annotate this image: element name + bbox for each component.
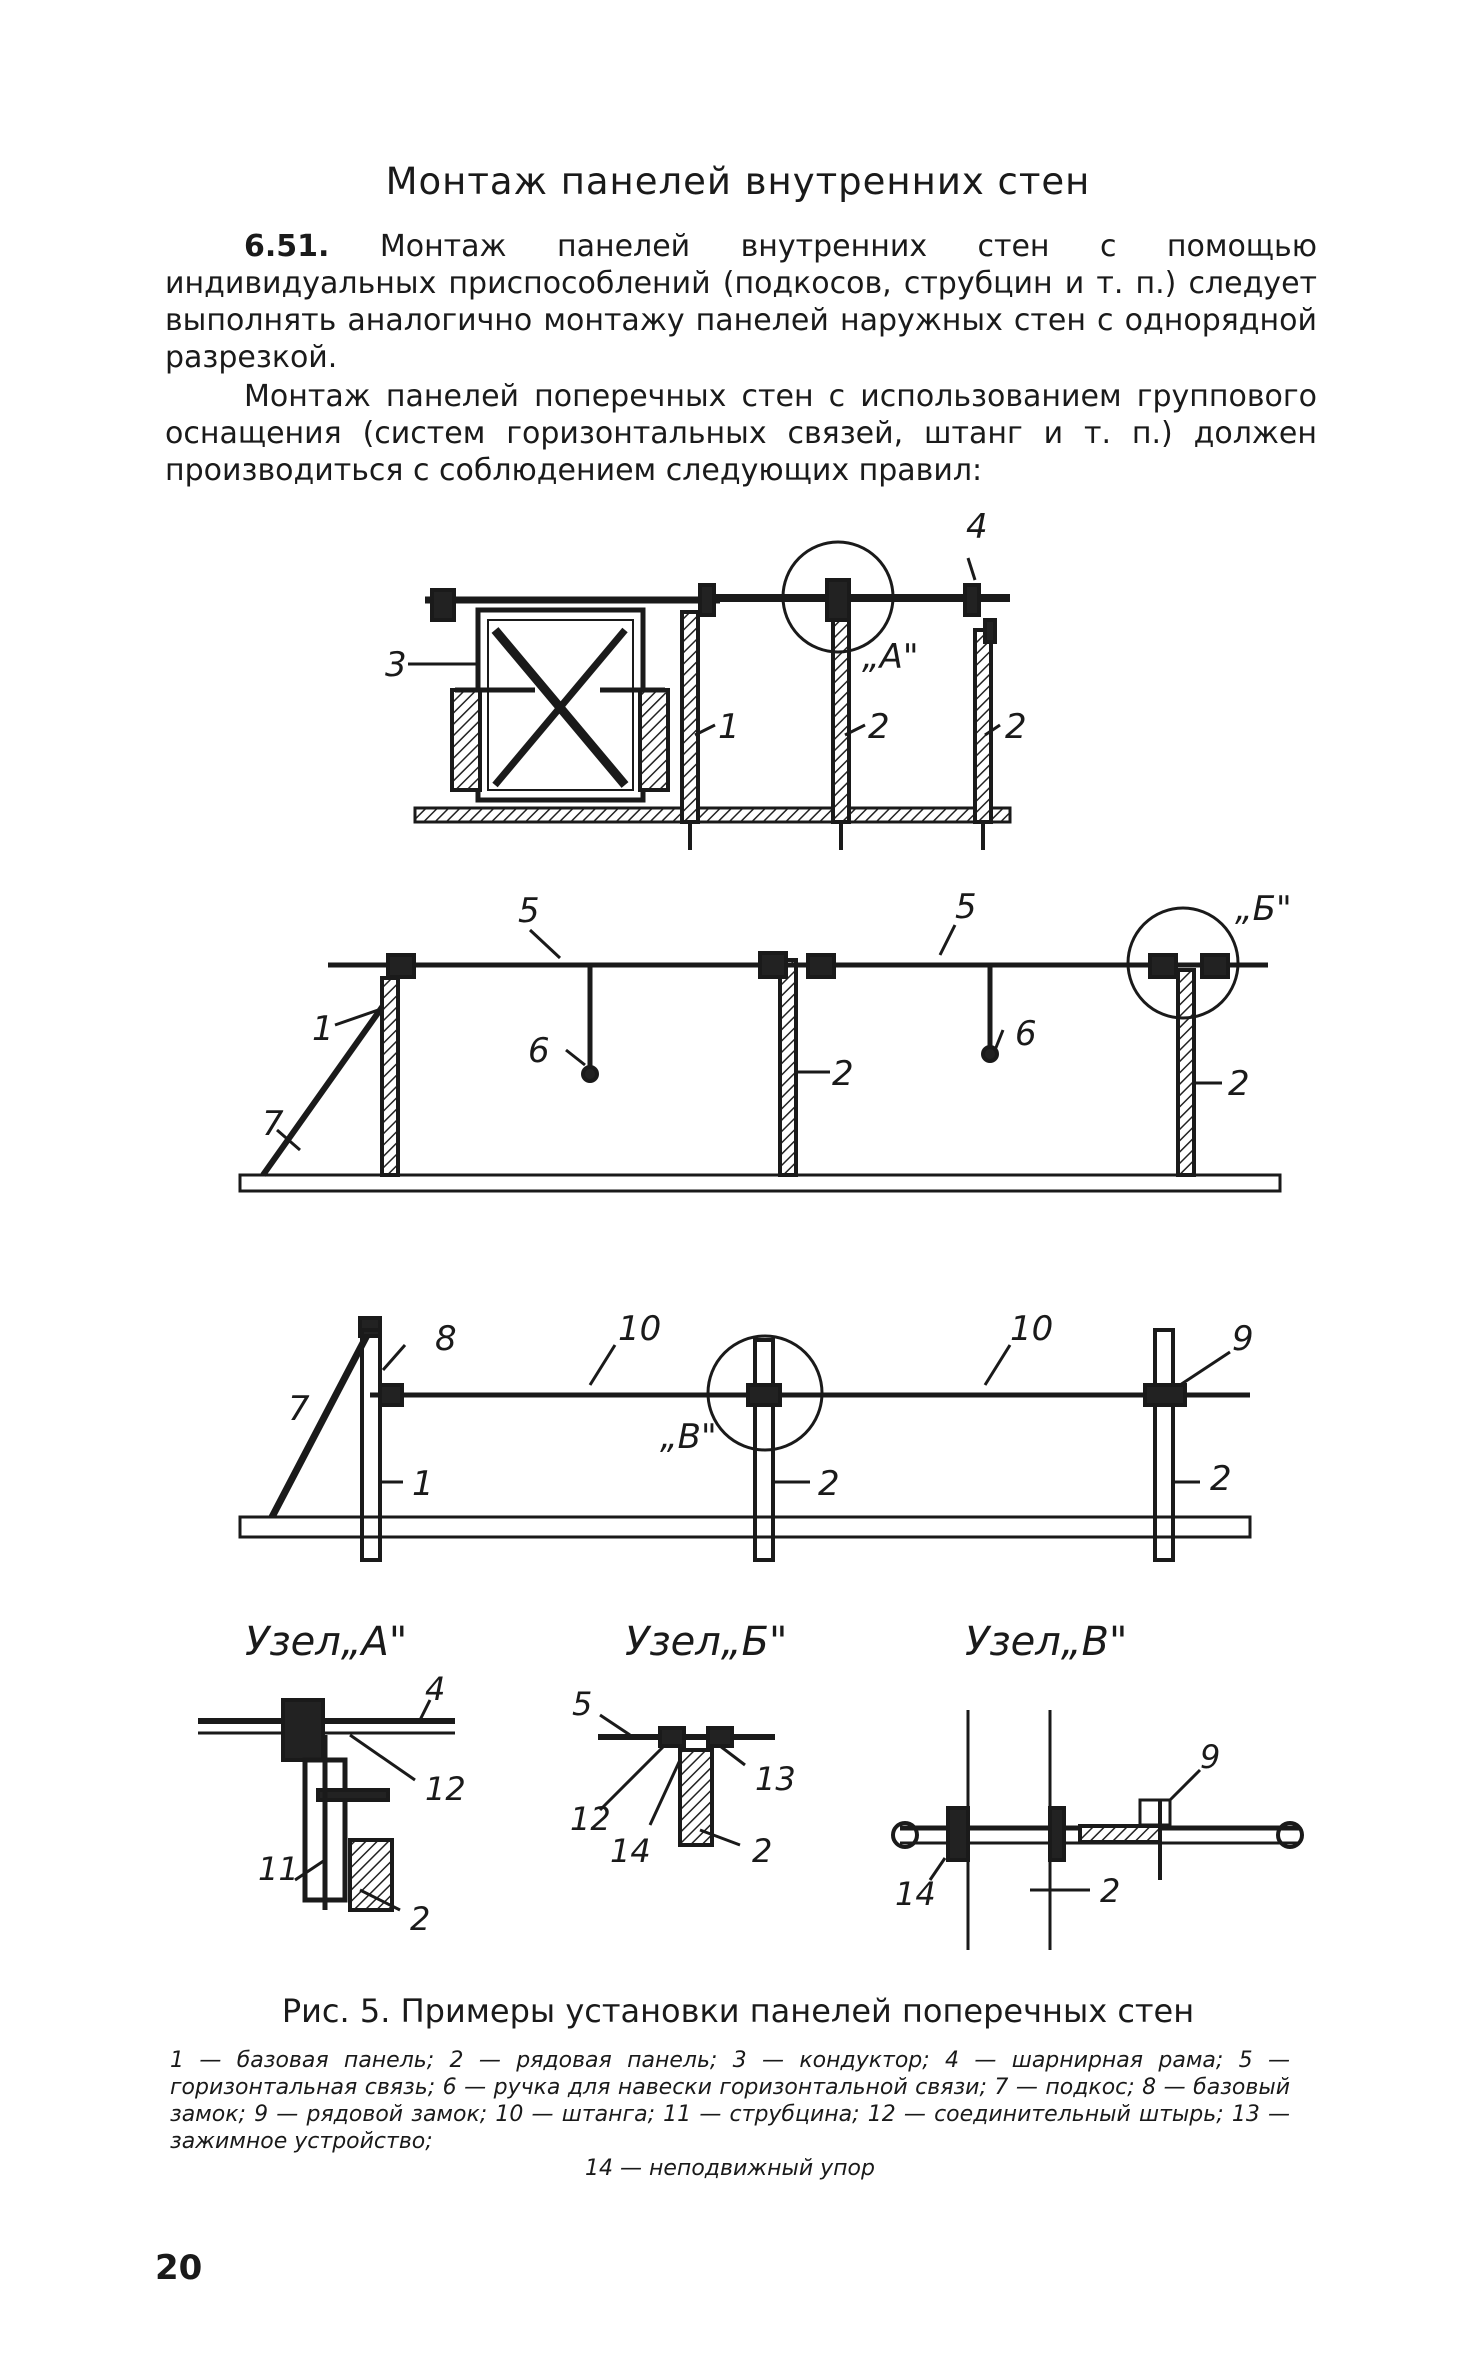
page-number: 20 (155, 2248, 203, 2288)
callout-9-node-v: 9 (1200, 1738, 1220, 1776)
callout-2-node-a: 2 (410, 1900, 430, 1938)
callout-10-b: 10 (1010, 1309, 1053, 1349)
diagram-middle (238, 906, 1282, 1193)
figure-caption: Рис. 5. Примеры установки панелей попере… (281, 1992, 1195, 2030)
callout-9-lower: 9 (1232, 1319, 1254, 1359)
callout-1-lower: 1 (412, 1464, 434, 1504)
callout-2-lower-b: 2 (1210, 1459, 1232, 1499)
node-title-a: Узел„А" (245, 1619, 407, 1665)
detail-node-v (891, 1710, 1304, 1950)
callout-2-node-b: 2 (752, 1832, 772, 1870)
callout-1-middle: 1 (312, 1009, 334, 1049)
callout-5-b: 5 (955, 887, 977, 927)
detail-node-b (598, 1726, 775, 1847)
node-title-v: Узел„В" (965, 1619, 1127, 1665)
callout-10-a: 10 (618, 1309, 661, 1349)
callout-2-middle-b: 2 (1228, 1064, 1250, 1104)
mark-a-top: „А" (862, 637, 919, 677)
paragraph-6-51: 6.51. Монтаж панелей внутренних стен с п… (165, 228, 1317, 376)
callout-2-top-b: 2 (1005, 707, 1027, 747)
callout-3: 3 (385, 645, 407, 685)
callout-2-top-a: 2 (868, 707, 890, 747)
mark-v-lower: „В" (660, 1417, 717, 1457)
paragraph-number: 6.51. (244, 229, 330, 264)
callout-12-node-b: 12 (570, 1800, 611, 1838)
legend-line: 1 — базовая панель; 2 — рядовая панель; … (170, 2048, 1290, 2154)
callout-8: 8 (435, 1319, 457, 1359)
node-title-b: Узел„Б" (625, 1619, 787, 1665)
figure-callouts: 4 3 „А" 1 2 2 5 5 „Б" 1 6 6 2 2 7 8 10 1… (245, 507, 1292, 1938)
callout-14-node-v: 14 (895, 1875, 936, 1913)
legend-line-last: 14 — неподвижный упор (585, 2156, 875, 2181)
callout-7-middle: 7 (262, 1104, 284, 1144)
callout-5-node-b: 5 (572, 1685, 592, 1723)
section-heading: Монтаж панелей внутренних стен (385, 160, 1091, 203)
mark-b-middle: „Б" (1235, 889, 1292, 929)
callout-2-node-v: 2 (1100, 1872, 1120, 1910)
callout-2-lower-a: 2 (818, 1464, 840, 1504)
callout-11: 11 (258, 1850, 299, 1888)
paragraph-text: Монтаж панелей внутренних стен с помощью… (165, 229, 1317, 375)
callout-13: 13 (755, 1760, 796, 1798)
callout-4-node-a: 4 (425, 1670, 445, 1708)
callout-12-node-a: 12 (425, 1770, 466, 1808)
figure-legend: 1 — базовая панель; 2 — рядовая панель; … (170, 2047, 1290, 2182)
paragraph-rules: Монтаж панелей поперечных стен с использ… (165, 379, 1317, 488)
callout-1-top: 1 (718, 707, 740, 747)
diagram-top (413, 540, 1012, 850)
diagram-lower (238, 1316, 1252, 1562)
leader-lines (276, 557, 1231, 1912)
callout-2-middle-a: 2 (832, 1054, 854, 1094)
detail-node-a (198, 1698, 455, 1912)
callout-6-a: 6 (528, 1031, 550, 1071)
callout-6-b: 6 (1015, 1014, 1037, 1054)
callout-4-top: 4 (966, 507, 988, 547)
callout-5-a: 5 (518, 891, 540, 931)
callout-14-node-b: 14 (610, 1832, 651, 1870)
callout-7-lower: 7 (288, 1389, 310, 1429)
